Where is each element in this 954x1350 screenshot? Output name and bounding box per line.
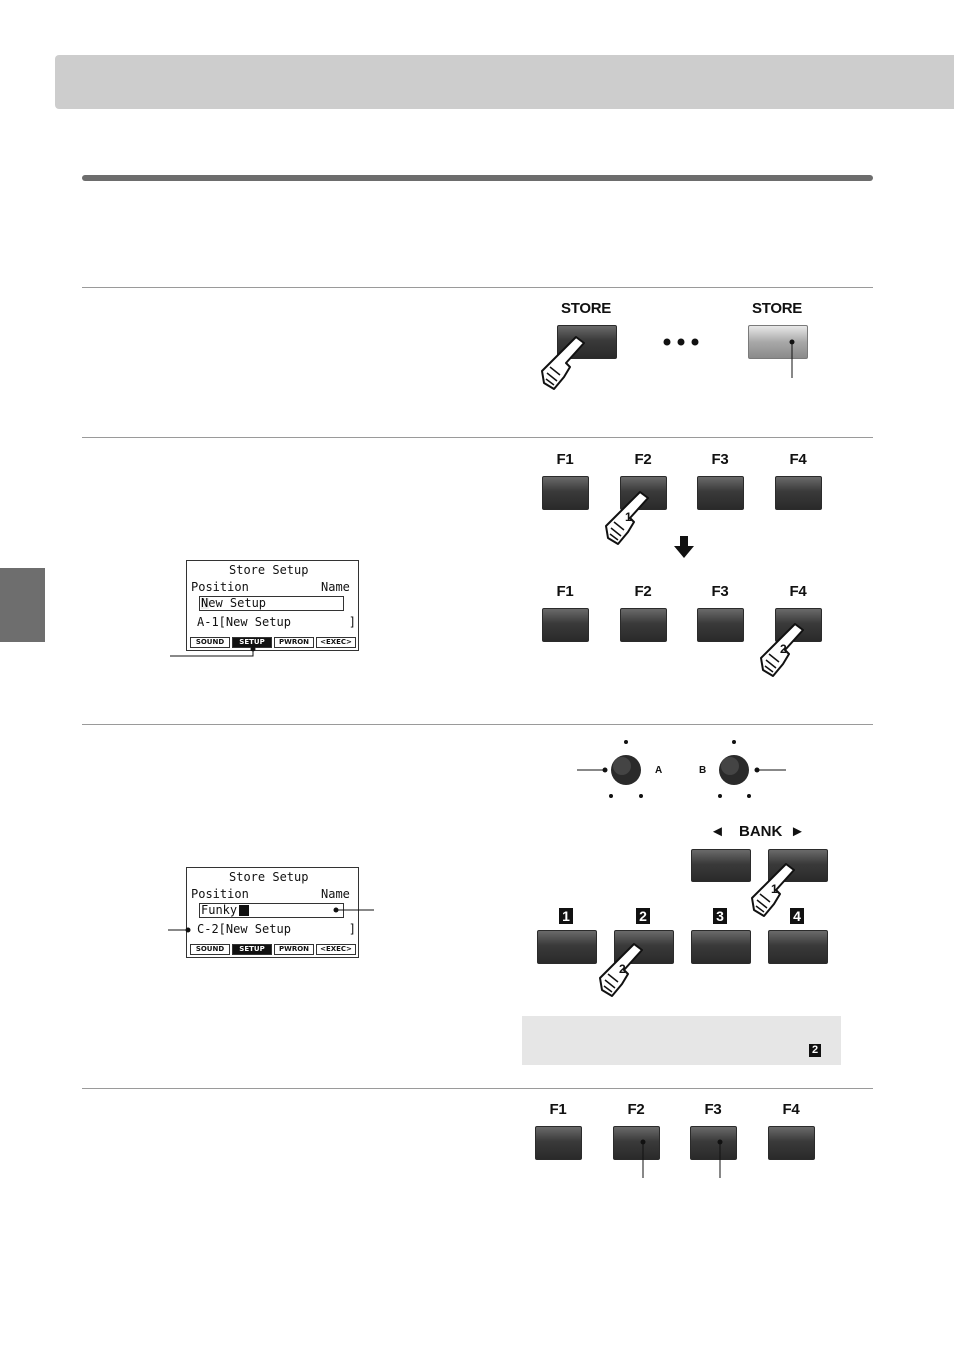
dial-a-label: A	[655, 765, 663, 776]
lcd-tab-sound: SOUND	[190, 637, 230, 648]
dial-b-label: B	[699, 765, 707, 776]
step-divider	[82, 724, 873, 725]
dial-a[interactable]	[575, 736, 685, 806]
number-badge-2: 2	[636, 908, 650, 924]
lcd-position-label: Position	[191, 580, 249, 594]
finger-number: 1	[625, 510, 632, 524]
callout-line	[717, 1139, 723, 1178]
header-band	[55, 55, 954, 109]
callout-line	[170, 646, 256, 657]
bank-label: BANK	[739, 823, 783, 840]
note-box	[522, 1016, 841, 1065]
f1-label: F1	[549, 1101, 567, 1118]
lcd-tabs: SOUND SETUP PWRON <EXEC>	[190, 637, 356, 648]
f4-label: F4	[782, 1101, 800, 1118]
step-divider	[82, 437, 873, 438]
lcd-name-field	[199, 596, 344, 611]
callout-line	[333, 907, 374, 913]
lcd-screen: Store Setup Position Name New Setup A-1[…	[186, 560, 359, 651]
number-badge-1: 1	[559, 908, 573, 924]
finger-number: 1	[771, 882, 778, 896]
arrow-down-icon	[674, 536, 694, 558]
lcd-title: Store Setup	[229, 563, 309, 577]
note-number-badge: 2	[809, 1044, 821, 1057]
lcd-tab-pwron: PWRON	[274, 637, 314, 648]
step-divider	[82, 1088, 873, 1089]
lcd-title: Store Setup	[229, 870, 309, 884]
f2-label: F2	[627, 1101, 645, 1118]
lcd-name-label: Name	[321, 580, 350, 594]
store-button-lit[interactable]	[748, 325, 808, 359]
store-label: STORE	[752, 300, 802, 317]
number-badge-3: 3	[713, 908, 727, 924]
finger-number: 2	[780, 642, 787, 656]
f1-button[interactable]	[542, 476, 589, 510]
number-button-1[interactable]	[537, 930, 597, 964]
bank-left-arrow-icon: ◄	[710, 823, 725, 840]
step-divider	[82, 287, 873, 288]
f2-label: F2	[634, 583, 652, 600]
number-badge-4: 4	[790, 908, 804, 924]
f4-button[interactable]	[775, 476, 822, 510]
lcd-name-label: Name	[321, 887, 350, 901]
f1-label: F1	[556, 451, 574, 468]
callout-line	[168, 927, 191, 933]
f2-label: F2	[634, 451, 652, 468]
f1-button[interactable]	[535, 1126, 582, 1160]
f3-label: F3	[711, 583, 729, 600]
f1-label: F1	[556, 583, 574, 600]
finger-press-icon	[599, 943, 643, 997]
lcd-slot-line: A-1[New Setup ]	[197, 615, 356, 629]
f3-button[interactable]	[690, 1126, 737, 1160]
lcd-name-value: Funky	[201, 903, 238, 917]
section-title-rule	[82, 175, 873, 181]
lcd-tab-exec: <EXEC>	[316, 637, 356, 648]
ellipsis-dots	[663, 338, 699, 346]
bank-left-button[interactable]	[691, 849, 751, 882]
lcd-position-label: Position	[191, 887, 249, 901]
dial-b[interactable]	[706, 736, 796, 806]
lcd-tab-exec: <EXEC>	[316, 944, 356, 955]
lcd-slot-line: C-2[New Setup ]	[197, 922, 356, 936]
lcd-tabs: SOUND SETUP PWRON <EXEC>	[190, 944, 356, 955]
f1-button[interactable]	[542, 608, 589, 642]
lcd-cursor	[239, 905, 249, 916]
lcd-tab-pwron: PWRON	[274, 944, 314, 955]
finger-press-icon	[541, 336, 585, 390]
f3-button[interactable]	[697, 476, 744, 510]
finger-press-icon	[605, 491, 649, 545]
f3-label: F3	[704, 1101, 722, 1118]
finger-number: 2	[619, 962, 626, 976]
lcd-tab-setup: SETUP	[232, 944, 272, 955]
f4-button[interactable]	[768, 1126, 815, 1160]
chapter-tab	[0, 568, 45, 642]
number-button-4[interactable]	[768, 930, 828, 964]
store-label: STORE	[561, 300, 611, 317]
lcd-cursor	[201, 598, 209, 609]
finger-press-icon	[751, 863, 795, 917]
callout-line	[789, 339, 795, 378]
number-button-3[interactable]	[691, 930, 751, 964]
lcd-tab-sound: SOUND	[190, 944, 230, 955]
f4-label: F4	[789, 451, 807, 468]
callout-line	[640, 1139, 646, 1178]
f3-button[interactable]	[697, 608, 744, 642]
f2-button[interactable]	[613, 1126, 660, 1160]
f4-label: F4	[789, 583, 807, 600]
f3-label: F3	[711, 451, 729, 468]
bank-right-arrow-icon: ►	[790, 823, 805, 840]
lcd-name-value: New Setup	[201, 596, 267, 610]
f2-button[interactable]	[620, 608, 667, 642]
finger-press-icon	[760, 623, 804, 677]
